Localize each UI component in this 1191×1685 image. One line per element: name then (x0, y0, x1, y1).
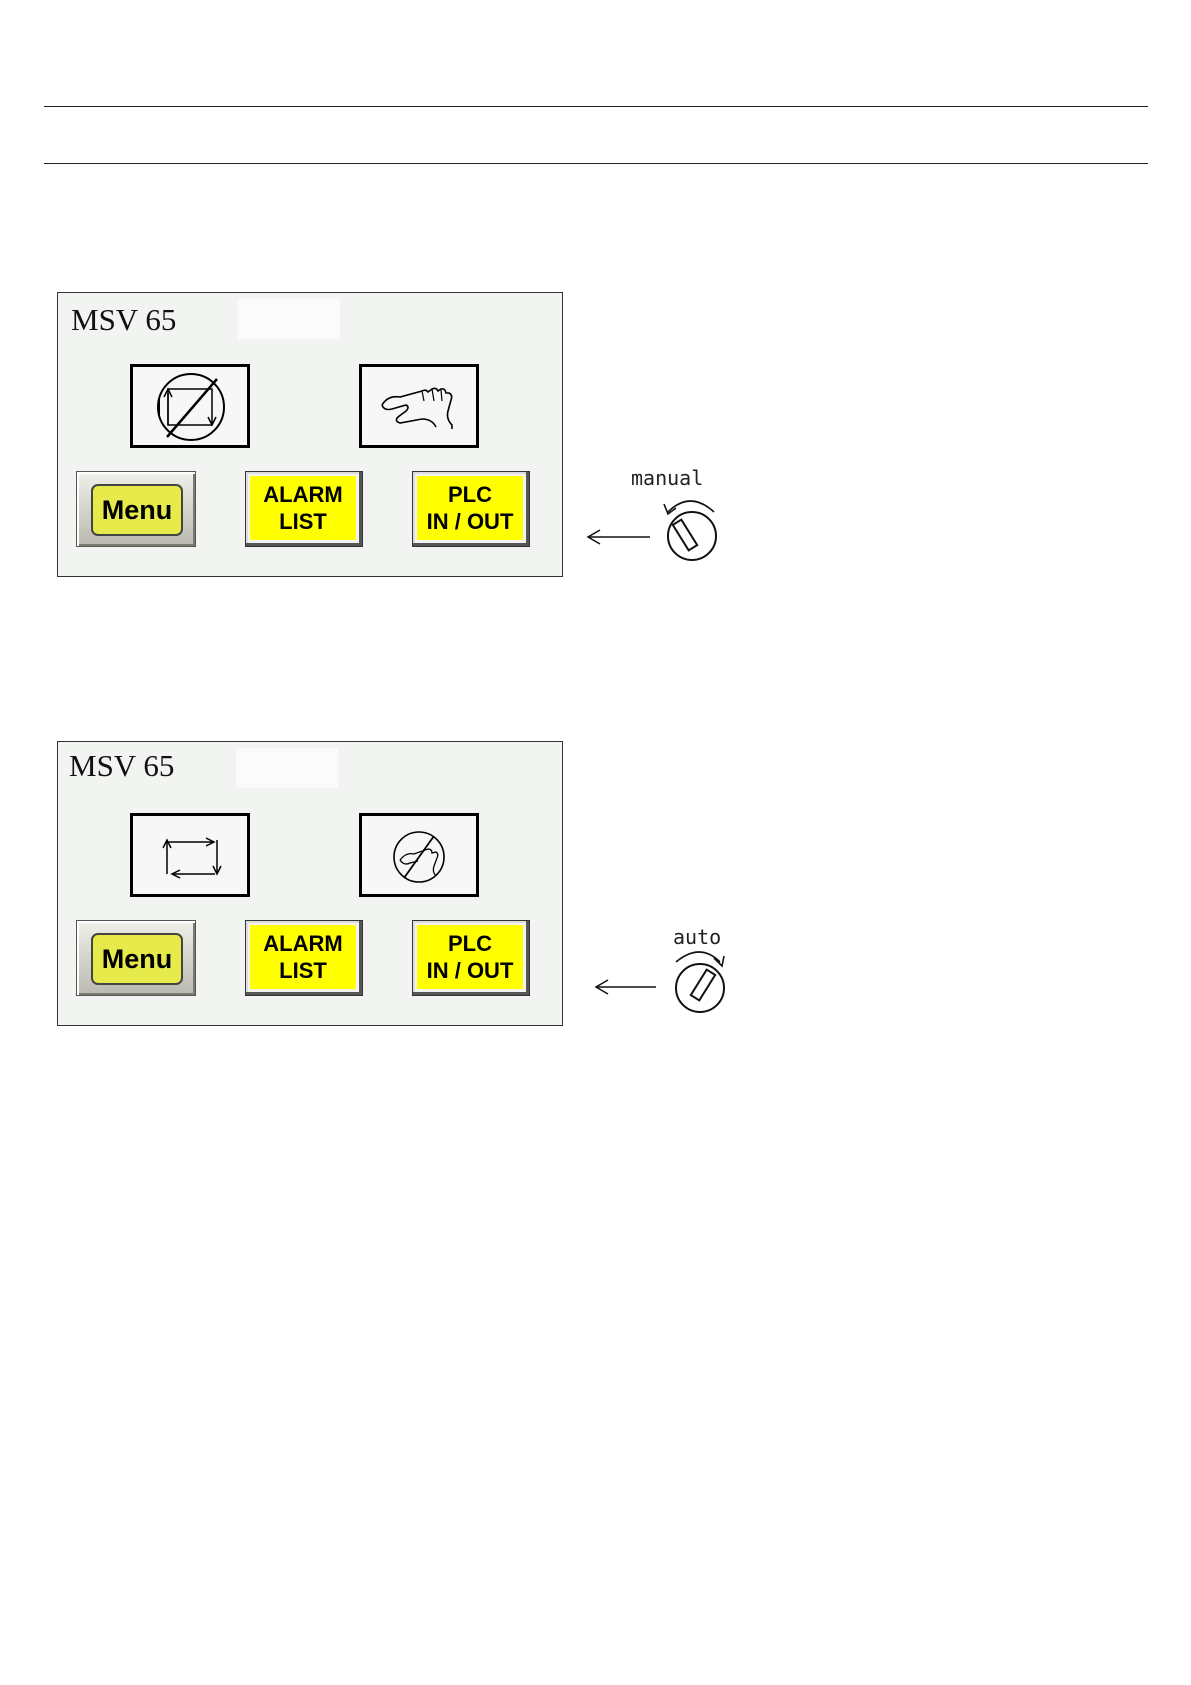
left-arrow-icon (588, 530, 650, 544)
left-arrow-icon (596, 980, 656, 994)
manual-hand-icon (362, 367, 476, 445)
plc-label-line2: IN / OUT (427, 957, 514, 984)
alarm-list-label-line1: ALARM (263, 930, 342, 957)
header-rule-bottom (44, 163, 1148, 164)
menu-button-label: Menu (91, 484, 183, 536)
menu-button[interactable]: Menu (76, 471, 196, 547)
auto-mode-indicator[interactable] (130, 813, 250, 897)
header-rule-top (44, 106, 1148, 107)
alarm-list-label-line2: LIST (279, 508, 327, 535)
hmi-panel-manual: MSV 65 Menu ALARM LIST PLC (57, 292, 563, 577)
rotary-knob-icon (676, 952, 724, 1012)
alarm-list-label-line1: ALARM (263, 481, 342, 508)
auto-cycle-disabled-icon (133, 367, 247, 445)
plc-in-out-button[interactable]: PLC IN / OUT (412, 471, 530, 547)
manual-mode-indicator[interactable] (359, 813, 479, 897)
title-blank-area (238, 299, 340, 339)
plc-label-line2: IN / OUT (427, 508, 514, 535)
hmi-panel-auto: MSV 65 Menu ALARM LIST PLC (57, 741, 563, 1026)
panel-title: MSV 65 (69, 748, 174, 784)
alarm-list-button[interactable]: ALARM LIST (245, 920, 363, 996)
alarm-list-label-line2: LIST (279, 957, 327, 984)
plc-label-line1: PLC (448, 481, 492, 508)
plc-in-out-button[interactable]: PLC IN / OUT (412, 920, 530, 996)
panel-title: MSV 65 (71, 302, 176, 338)
manual-mode-indicator[interactable] (359, 364, 479, 448)
selector-switch-auto (592, 944, 742, 1024)
title-blank-area (236, 748, 338, 788)
selector-label-manual: manual (631, 466, 703, 490)
selector-switch-manual (584, 490, 734, 570)
alarm-list-button[interactable]: ALARM LIST (245, 471, 363, 547)
menu-button[interactable]: Menu (76, 920, 196, 996)
manual-disabled-icon (362, 816, 476, 894)
rotary-knob-icon (664, 501, 716, 560)
auto-cycle-icon (133, 816, 247, 894)
plc-label-line1: PLC (448, 930, 492, 957)
menu-button-label: Menu (91, 933, 183, 985)
auto-mode-indicator[interactable] (130, 364, 250, 448)
